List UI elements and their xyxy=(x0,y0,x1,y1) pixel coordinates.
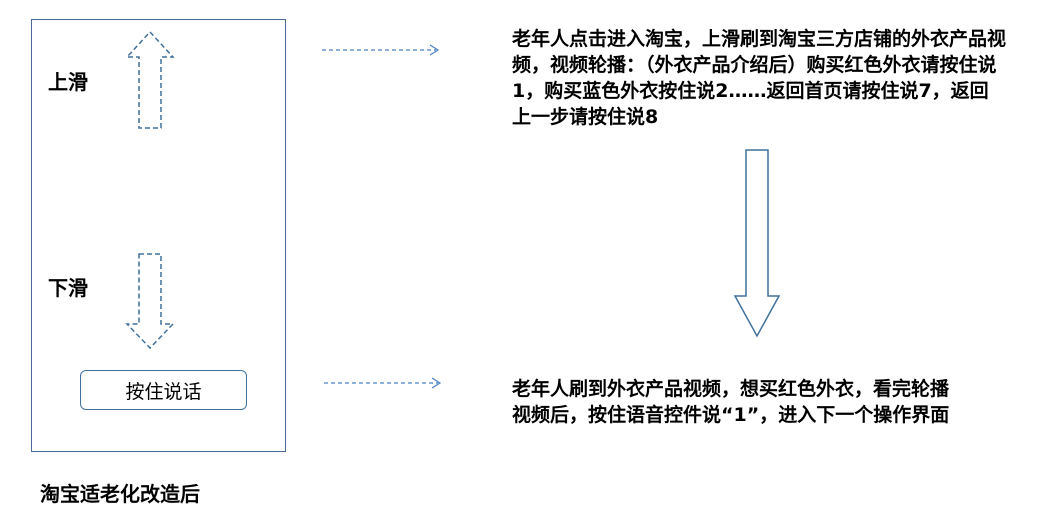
flow-down-arrow-icon xyxy=(733,149,781,338)
swipe-down-arrow-icon xyxy=(125,253,175,350)
caption: 淘宝适老化改造后 xyxy=(40,482,200,506)
connector-arrow-top xyxy=(322,44,440,56)
swipe-down-label: 下滑 xyxy=(48,276,88,300)
voice-command-description: 老年人刷到外衣产品视频，想买红色外衣，看完轮播视频后，按住语音控件说“1”，进入… xyxy=(512,378,950,426)
swipe-up-arrow-icon xyxy=(125,30,175,129)
swipe-up-description: 老年人点击进入淘宝，上滑刷到淘宝三方店铺的外衣产品视频，视频轮播：（外衣产品介绍… xyxy=(512,28,1007,128)
swipe-up-label: 上滑 xyxy=(48,70,88,94)
connector-arrow-bottom xyxy=(324,377,442,389)
phone-screen-frame xyxy=(31,19,286,452)
hold-to-speak-label: 按住说话 xyxy=(125,380,202,403)
hold-to-speak-button[interactable]: 按住说话 xyxy=(80,370,247,410)
